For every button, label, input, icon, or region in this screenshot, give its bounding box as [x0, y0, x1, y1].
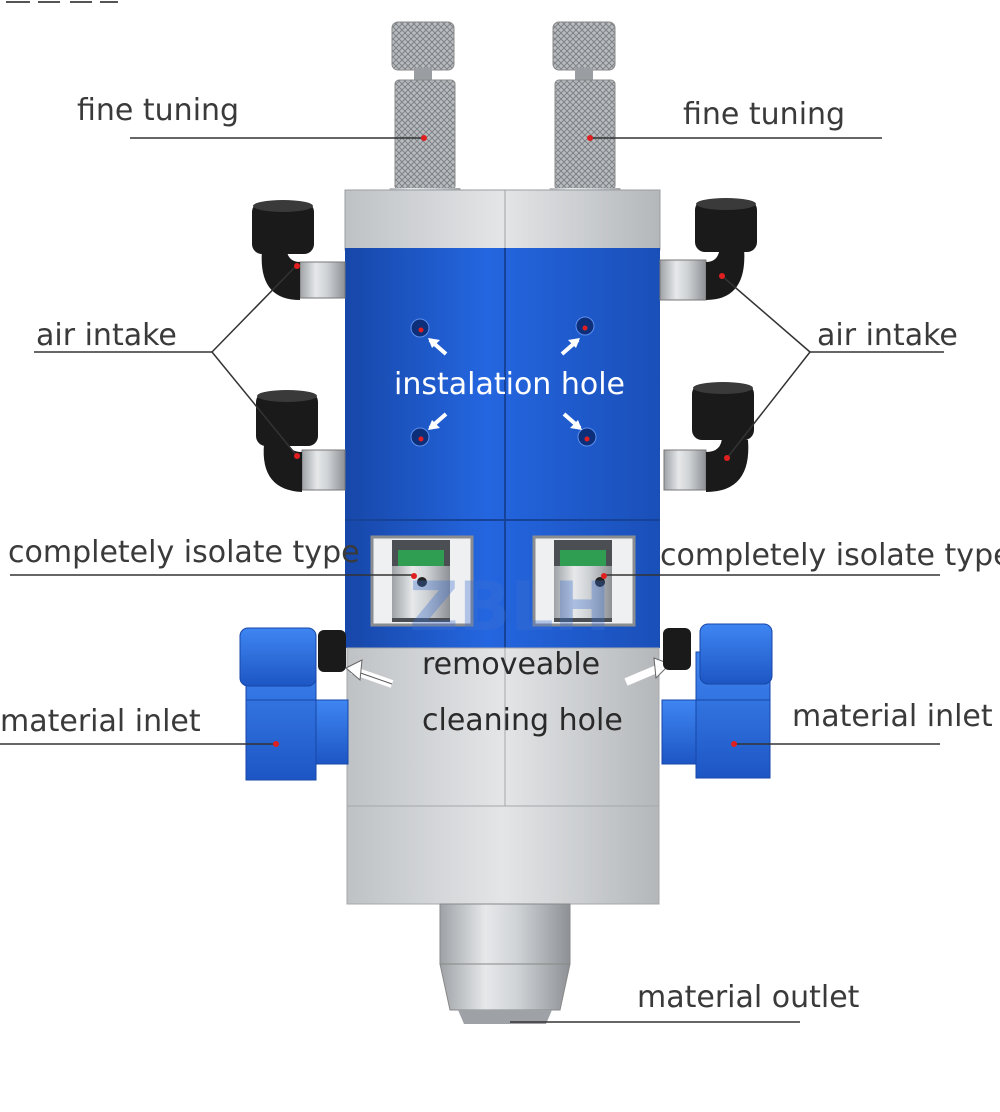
label-air-intake-right: air intake	[817, 318, 958, 353]
label-material-inlet-right: material inlet	[792, 699, 993, 734]
material-inlet-fitting-left	[239, 627, 349, 781]
top-steel-cap	[344, 189, 661, 251]
label-material-inlet-left: material inlet	[0, 704, 201, 739]
fine-tuning-knob-right	[538, 21, 632, 210]
label-cleaning-hole: cleaning hole	[422, 703, 623, 738]
air-intake-fitting-left-lower	[256, 390, 346, 492]
red-markers	[273, 135, 737, 747]
label-isolate-right: completely isolate type	[660, 538, 1000, 573]
leader-lines	[0, 137, 944, 1023]
material-inlet-fitting-right	[661, 623, 773, 779]
fine-tuning-knob-left	[378, 21, 472, 210]
bottom-steel-block	[346, 805, 660, 905]
cleaning-hole-arrows	[318, 628, 691, 688]
label-material-outlet: material outlet	[637, 980, 860, 1015]
label-isolate-left: completely isolate type	[8, 535, 360, 570]
lower-steel-block	[346, 647, 660, 807]
label-air-intake-left: air intake	[36, 318, 177, 353]
air-intake-fitting-right-lower	[663, 382, 754, 492]
label-installation-hole: instalation hole	[394, 367, 626, 402]
isolate-window-left	[370, 535, 474, 627]
watermark: ZBLH	[409, 568, 610, 647]
label-fine-tuning-right: fine tuning	[683, 97, 846, 132]
label-fine-tuning-left: fine tuning	[77, 93, 240, 128]
isolate-window-right	[532, 535, 636, 627]
label-removeable: removeable	[422, 647, 601, 682]
air-intake-fitting-right-upper	[659, 198, 757, 301]
air-intake-fitting-left-upper	[252, 200, 346, 300]
material-outlet-nozzle	[439, 903, 571, 1024]
